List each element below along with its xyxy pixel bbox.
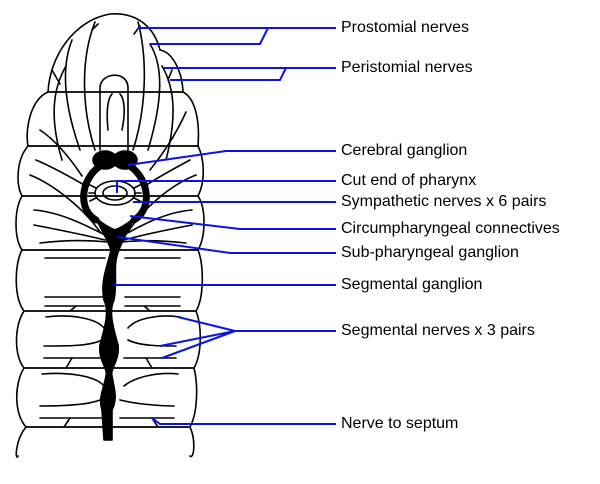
label-cerebral-ganglion: Cerebral ganglion (341, 142, 468, 159)
label-cut-end-of-pharynx: Cut end of pharynx (341, 172, 477, 189)
pharynx-cut-outer (94, 180, 136, 206)
segmental-nerves (39, 257, 181, 419)
label-segmental-ganglion: Segmental ganglion (341, 276, 483, 293)
label-sympathetic-nerves: Sympathetic nerves x 6 pairs (341, 193, 547, 210)
leader-circum (129, 215, 336, 230)
pharynx-inner (106, 93, 125, 131)
prostomial-nerves (51, 21, 174, 161)
worm-body (15, 13, 205, 458)
prostomium-outline (47, 13, 184, 93)
ventral-nerve-cord (98, 249, 120, 441)
label-segmental-nerves: Segmental nerves x 3 pairs (341, 322, 535, 339)
segment-7-outline (15, 426, 195, 458)
leader-cerebral (127, 150, 336, 166)
leader-pharynx (116, 180, 336, 193)
leader-segnerves (159, 316, 336, 359)
label-nerve-to-septum: Nerve to septum (341, 415, 459, 432)
septum-nerves (63, 305, 159, 428)
pharynx-tube (99, 74, 129, 151)
label-peristomial-nerves: Peristomial nerves (341, 59, 473, 76)
label-sub-pharyngeal-ganglion: Sub-pharyngeal ganglion (341, 244, 519, 261)
peristomial-nerves (35, 111, 191, 187)
leader-prostomial (138, 27, 336, 45)
leader-septum (151, 417, 336, 425)
leader-subpharyngeal (117, 236, 336, 254)
label-prostomial-nerves: Prostomial nerves (341, 19, 470, 36)
sympathetic-nerves (88, 184, 142, 202)
leader-lines (114, 27, 336, 425)
leader-peristomial (164, 67, 336, 81)
pharynx-cut-inner (102, 185, 128, 201)
label-circumpharyngeal-connectives: Circumpharyngeal connectives (341, 220, 560, 237)
